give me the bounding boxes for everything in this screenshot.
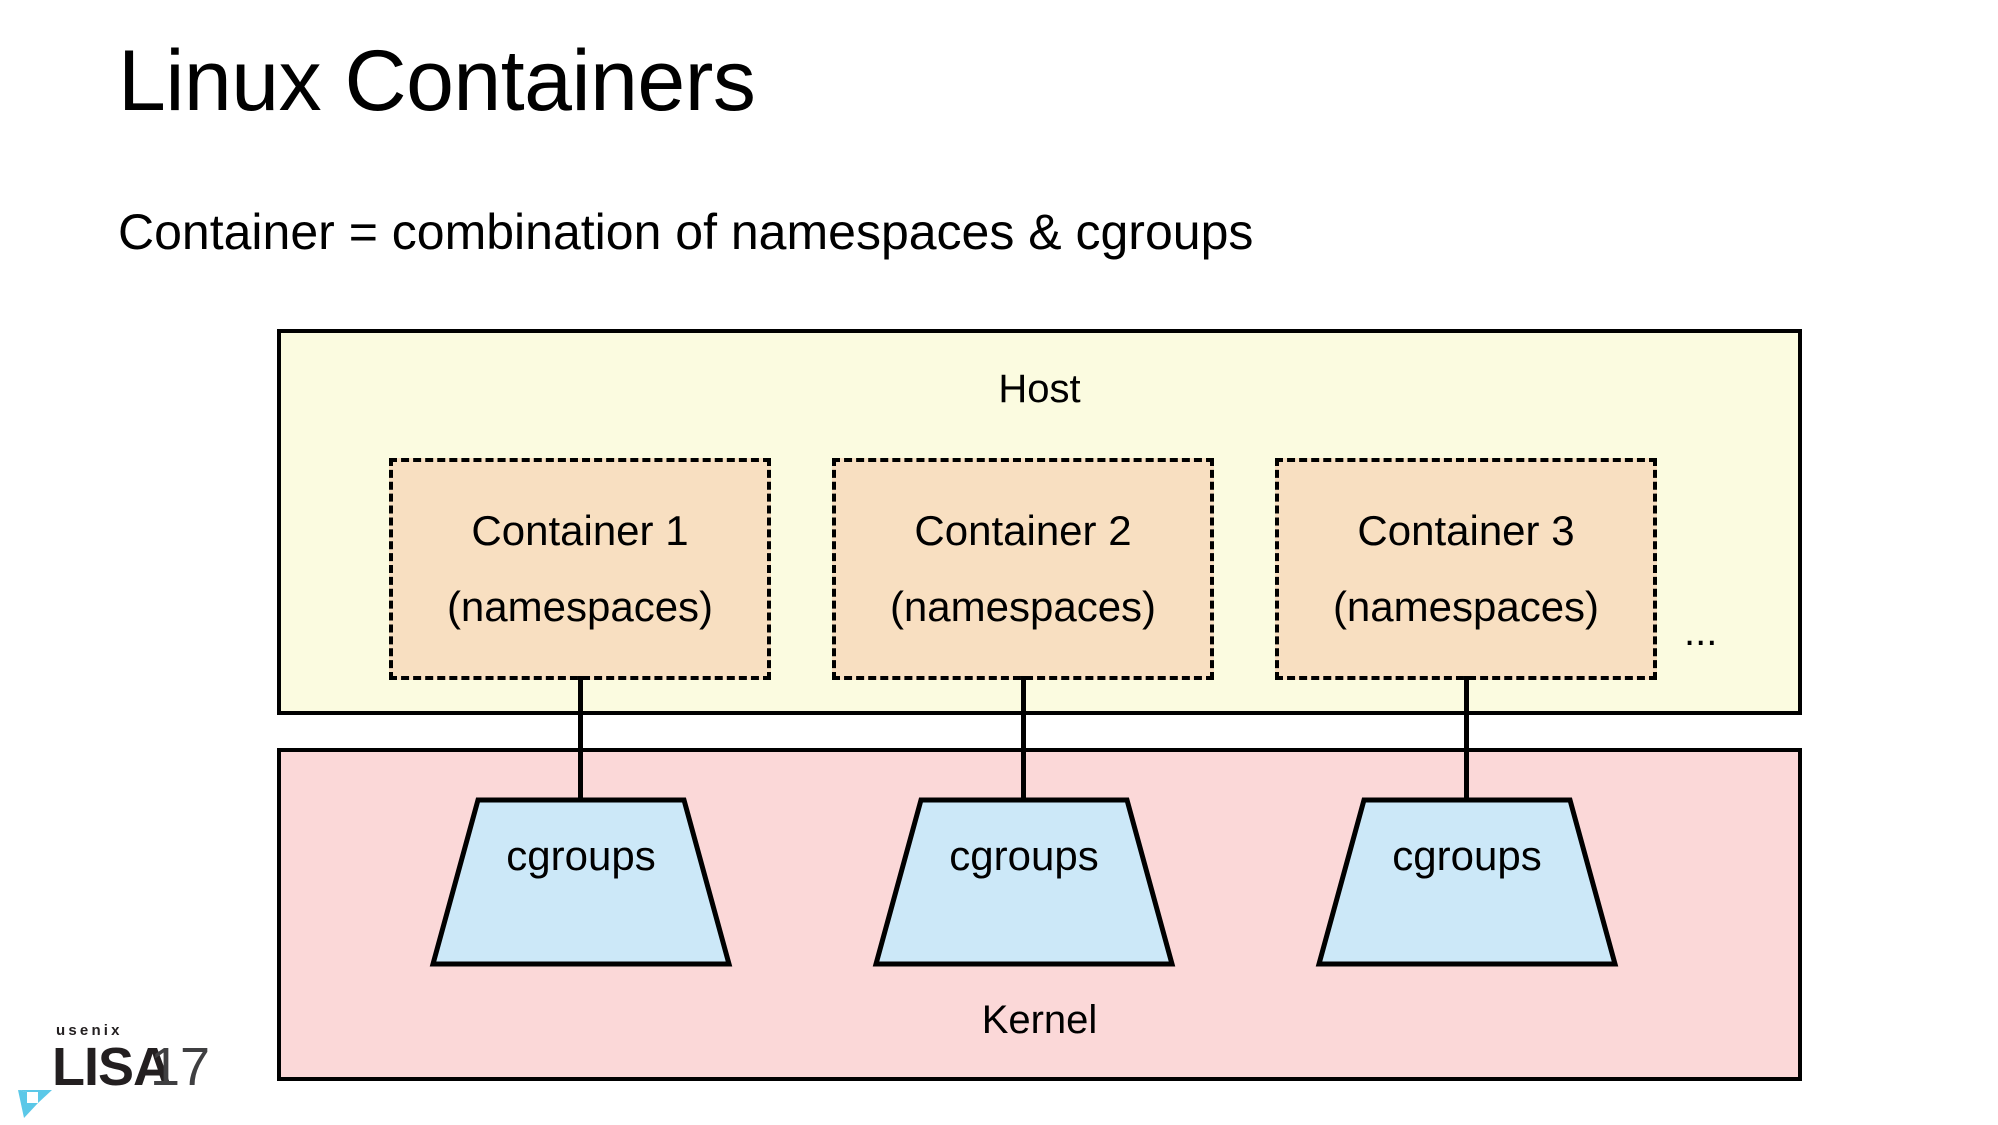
host-label: Host: [998, 367, 1081, 411]
kernel-label: Kernel: [981, 998, 1098, 1042]
container-2-subtitle: (namespaces): [889, 583, 1157, 630]
usenix-lisa17-logo: usenix LISA 17: [18, 1022, 211, 1120]
slide-subtitle: Container = combination of namespaces & …: [118, 204, 1254, 260]
container-3-subtitle: (namespaces): [1332, 583, 1600, 630]
logo-arrow-icon: [18, 1090, 52, 1118]
container-1-title: Container 1: [471, 507, 689, 554]
logo-lisa-text: LISA: [52, 1037, 172, 1097]
logo-usenix-text: usenix: [56, 1022, 123, 1039]
container-3-title: Container 3: [1357, 507, 1575, 554]
container-2-title: Container 2: [914, 507, 1132, 554]
container-box-2: Container 2 (namespaces): [832, 458, 1214, 680]
connector-line-container-3-to-cgroup-3: [1464, 676, 1469, 804]
cgroups-shape-2: cgroups: [872, 797, 1176, 967]
connector-line-container-1-to-cgroup-1: [578, 676, 583, 804]
connector-line-container-2-to-cgroup-2: [1021, 676, 1026, 804]
trapezoid-icon: [1315, 797, 1619, 967]
trapezoid-icon: [872, 797, 1176, 967]
trapezoid-icon: [429, 797, 733, 967]
container-box-3: Container 3 (namespaces): [1275, 458, 1657, 680]
slide-title: Linux Containers: [118, 33, 756, 129]
container-box-1: Container 1 (namespaces): [389, 458, 771, 680]
logo-year-text: 17: [150, 1037, 211, 1097]
cgroups-shape-1: cgroups: [429, 797, 733, 967]
more-containers-ellipsis: ...: [1684, 610, 1718, 654]
container-1-subtitle: (namespaces): [446, 583, 714, 630]
cgroups-shape-3: cgroups: [1315, 797, 1619, 967]
